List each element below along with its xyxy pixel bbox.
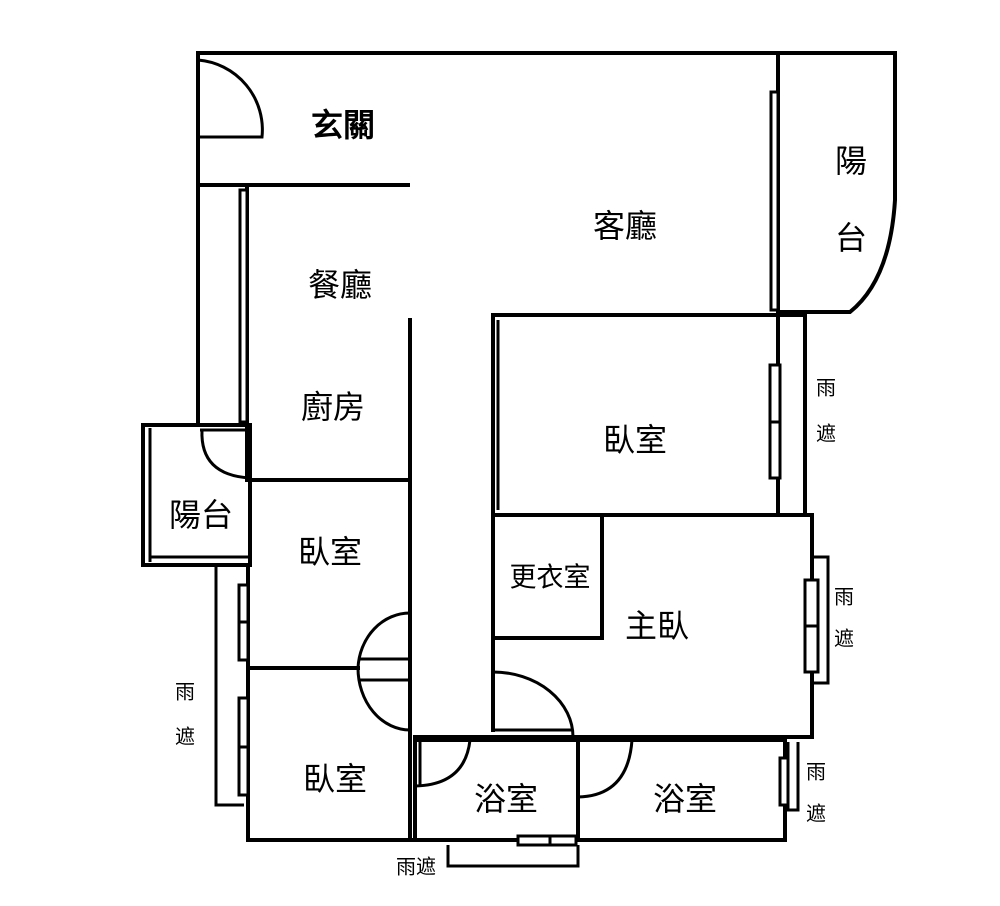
label-canopy-right-upper-2: 遮: [816, 422, 836, 446]
master-door-arc: [492, 670, 575, 738]
label-living-room: 客廳: [593, 207, 657, 245]
label-balcony-right-1: 陽: [835, 142, 867, 180]
label-bedroom-upper-right: 臥室: [603, 421, 667, 459]
label-canopy-right-lower-2: 遮: [806, 802, 826, 826]
label-canopy-bottom: 雨遮: [396, 855, 436, 879]
bathroom2-door-arc: [577, 739, 634, 799]
bathroom1-door-arc: [414, 739, 472, 788]
label-master-bedroom: 主臥: [625, 607, 689, 645]
label-bathroom-1: 浴室: [474, 780, 538, 818]
label-canopy-left-1: 雨: [175, 680, 195, 704]
label-entrance: 玄關: [311, 106, 375, 144]
label-canopy-right-lower-1: 雨: [806, 760, 826, 784]
label-balcony-left: 陽台: [169, 496, 233, 534]
label-canopy-right-middle-2: 遮: [834, 627, 854, 651]
entrance-door-arc: [197, 58, 264, 139]
label-bedroom-left-middle: 臥室: [298, 533, 362, 571]
label-canopy-right-upper-1: 雨: [816, 376, 836, 400]
balcony-door-arc: [200, 429, 251, 480]
label-canopy-right-middle-1: 雨: [834, 585, 854, 609]
label-canopy-left-2: 遮: [175, 725, 195, 749]
label-bathroom-2: 浴室: [653, 780, 717, 818]
label-kitchen: 廚房: [301, 388, 365, 426]
canopy-labels: 雨 遮 雨 遮 雨 遮 雨 遮 雨遮: [175, 376, 854, 879]
bedroom-door-arc: [356, 611, 411, 732]
label-dining: 餐廳: [308, 266, 372, 304]
walls: [141, 51, 897, 868]
label-walk-in-closet: 更衣室: [510, 563, 591, 594]
room-labels: 玄關 客廳 陽 台 餐廳 廚房 臥室 陽台 臥室 更衣室 主臥 臥室 浴室 浴室: [169, 106, 867, 818]
label-balcony-right-2: 台: [835, 219, 867, 257]
label-bedroom-left-lower: 臥室: [303, 760, 367, 798]
